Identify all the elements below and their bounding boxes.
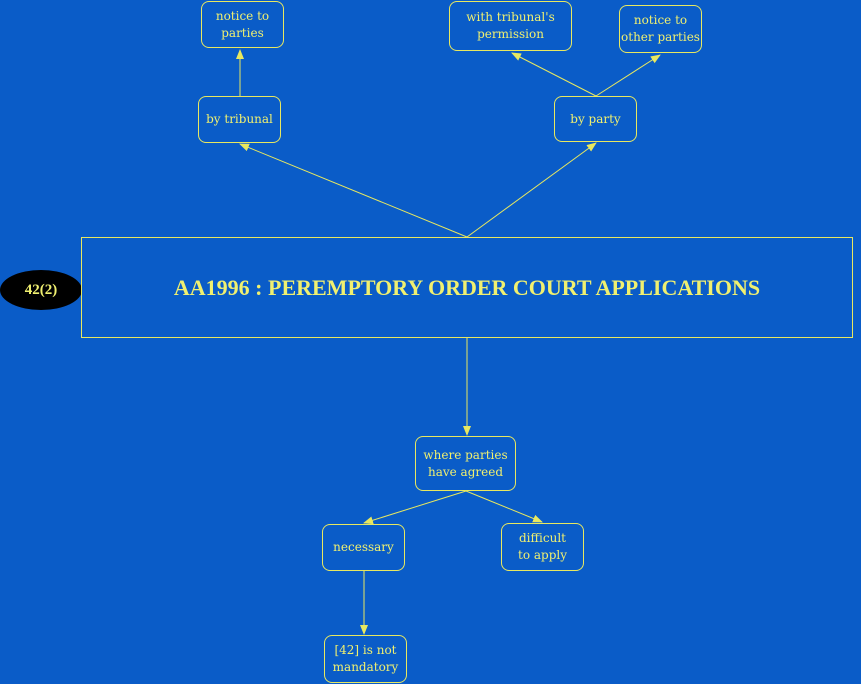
edge-agreed-to-necessary [363,490,467,525]
edge-by-party-to-other-parties [595,54,661,97]
node-not-mandatory: [42] is not mandatory [324,635,407,683]
edge-main-to-by-party [466,142,597,238]
node-necessary: necessary [322,524,405,571]
edge-agreed-to-difficult [465,490,543,523]
node-where-parties-agreed: where parties have agreed [415,436,516,491]
node-by-tribunal: by tribunal [198,96,281,143]
section-badge: 42(2) [0,270,82,310]
node-notice-to-other-parties: notice to other parties [619,5,702,53]
node-difficult-to-apply: difficult to apply [501,523,584,571]
node-notice-to-parties: notice to parties [201,1,284,48]
main-topic-box: AA1996 : PEREMPTORY ORDER COURT APPLICAT… [81,237,853,338]
edge-main-to-by-tribunal [239,143,468,238]
node-with-tribunal-permission: with tribunal's permission [449,1,572,51]
edge-by-party-to-permission [511,52,597,97]
node-by-party: by party [554,96,637,142]
